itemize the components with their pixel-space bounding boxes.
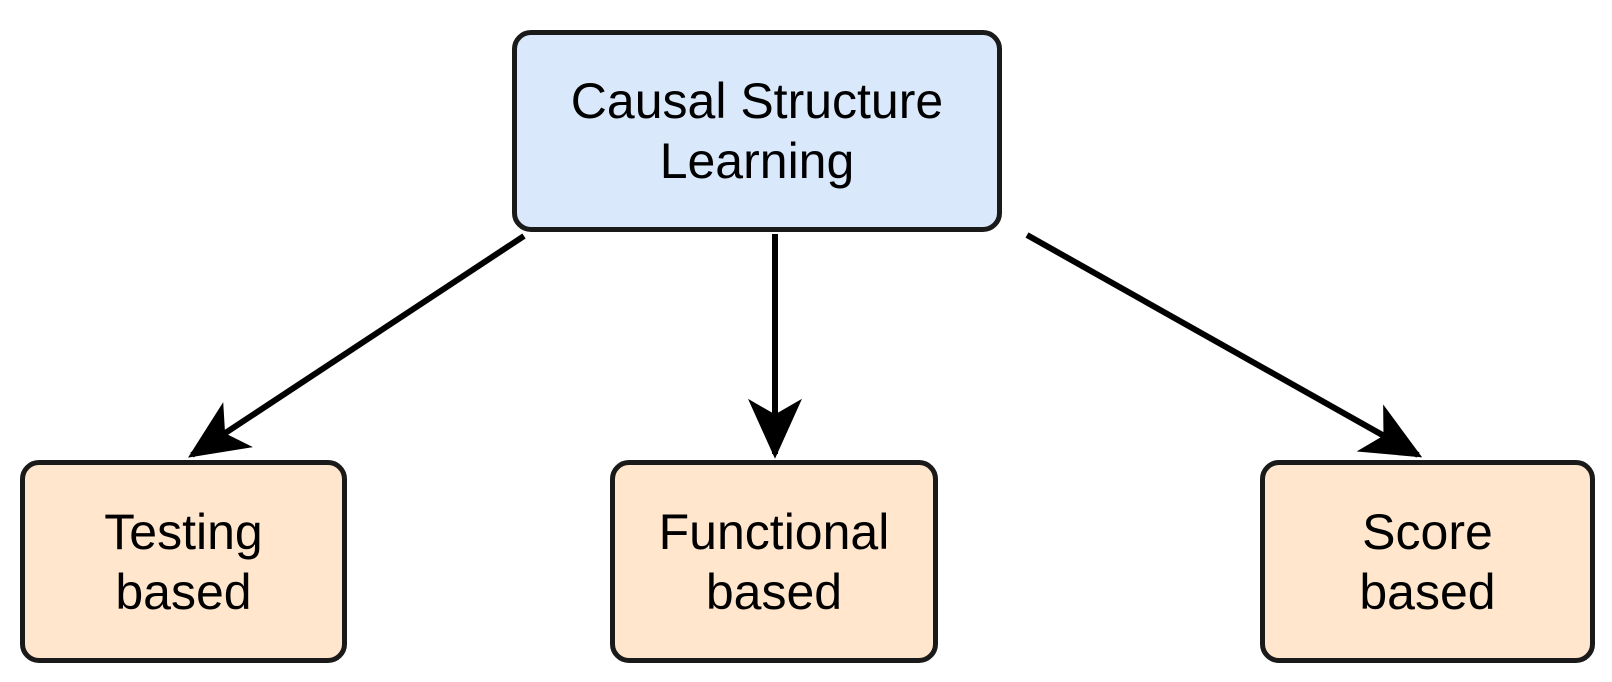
edge-root-to-testing (187, 233, 526, 458)
node-label-functional: Functional based (658, 503, 890, 620)
node-score-based[interactable]: Score based (1260, 460, 1595, 663)
node-label-score: Score based (1359, 503, 1496, 620)
node-testing-based[interactable]: Testing based (20, 460, 347, 663)
node-label-root: Causal Structure Learning (570, 73, 944, 189)
node-causal-structure-learning[interactable]: Causal Structure Learning (512, 30, 1002, 232)
node-label-testing: Testing based (104, 503, 263, 620)
edge-root-to-score (1025, 232, 1423, 458)
node-functional-based[interactable]: Functional based (610, 460, 938, 663)
